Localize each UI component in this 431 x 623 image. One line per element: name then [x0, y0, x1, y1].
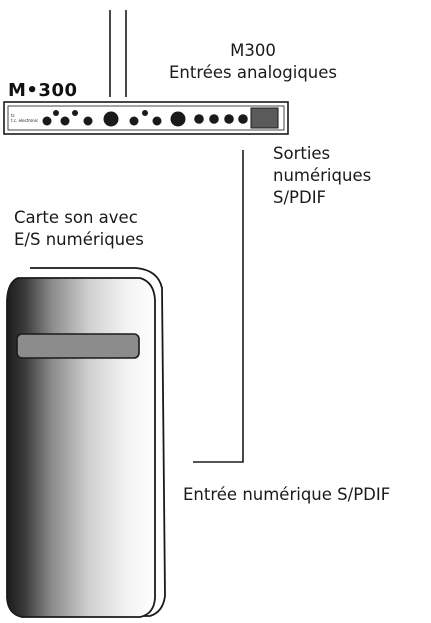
drive-bay: [16, 333, 140, 359]
device-title: M300: [230, 41, 276, 60]
m300-device: [3, 101, 289, 135]
brand-tag: tc t.c. electronic: [11, 113, 38, 123]
brand-tag-line2: t.c. electronic: [11, 118, 39, 123]
knob-11: [224, 114, 234, 124]
digital-outputs-line2: numériques: [273, 166, 372, 185]
knob-6: [129, 116, 139, 126]
knob-large-2: [170, 111, 186, 127]
display-window: [250, 107, 279, 129]
brand-tag-line1: tc: [11, 113, 15, 118]
knob-1: [42, 116, 52, 126]
digital-input-label: Entrée numérique S/PDIF: [183, 485, 391, 504]
knob-4: [72, 110, 78, 116]
soundcard-label: Carte son avec E/S numériques: [14, 207, 144, 251]
soundcard-line2: E/S numériques: [14, 230, 144, 249]
knob-12: [238, 114, 248, 124]
model-label: M•300: [8, 80, 78, 101]
knob-5: [83, 116, 93, 126]
knob-9: [194, 114, 204, 124]
knob-8: [152, 116, 162, 126]
knob-large-1: [103, 111, 119, 127]
knob-7: [142, 110, 148, 116]
knob-3: [60, 116, 70, 126]
digital-outputs-line3: S/PDIF: [273, 188, 327, 207]
soundcard-line1: Carte son avec: [14, 208, 138, 227]
digital-outputs-label: Sorties numériques S/PDIF: [273, 143, 371, 209]
computer-tower: [6, 267, 166, 618]
tower-front-panel: [6, 277, 156, 618]
device-title-label: M300 Entrées analogiques: [148, 40, 358, 84]
digital-outputs-line1: Sorties: [273, 144, 331, 163]
knob-10: [209, 114, 219, 124]
spdif-cable: [193, 150, 244, 463]
knob-2: [53, 110, 59, 116]
analog-inputs-label: Entrées analogiques: [168, 63, 337, 82]
